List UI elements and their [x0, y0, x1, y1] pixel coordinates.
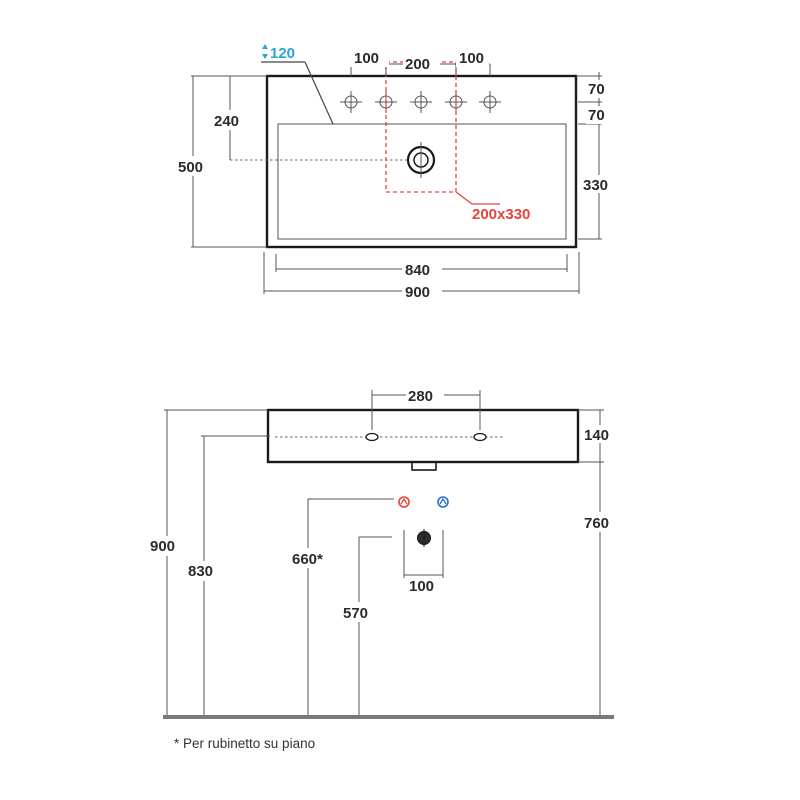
- fixing-spacing-label: 280: [408, 388, 433, 405]
- top-view: 200x330 120 100 200 100 70 70 330: [176, 44, 618, 301]
- tap-hole-4-icon: [445, 91, 467, 113]
- drain-icon: [406, 142, 436, 178]
- basin-height-label: 140: [584, 427, 609, 444]
- tap-zone-label: 200x330: [472, 206, 530, 223]
- floor-line: [163, 715, 614, 719]
- hot-water-icon: [398, 496, 410, 508]
- overall-width-label: 900: [405, 284, 430, 301]
- inner-width-label: 840: [405, 262, 430, 279]
- basin-bowl-top: [277, 123, 567, 240]
- hole-spacing-right-label: 100: [459, 50, 484, 67]
- basin-outline-front: [266, 408, 580, 464]
- height-arrow-icon: [262, 44, 268, 59]
- front-view: 280 140 760 900 830 660*: [148, 387, 620, 719]
- tap-zone-leader: [455, 191, 500, 205]
- tap-holes: [340, 91, 501, 113]
- supply-spacing-label: 100: [409, 578, 434, 595]
- fixing-hole-right-icon: [473, 432, 487, 442]
- bowl-depth-label: 330: [583, 177, 608, 194]
- tap-hole-1-icon: [340, 91, 362, 113]
- drain-outlet-icon: [417, 529, 431, 547]
- fixing-hole-left-icon: [365, 432, 379, 442]
- tap-hole-3-icon: [410, 91, 432, 113]
- drain-height-label: 570: [343, 605, 368, 622]
- hole-spacing-center-label: 200: [405, 56, 430, 73]
- overall-depth-label: 500: [178, 159, 203, 176]
- edge-top-label: 70: [588, 81, 605, 98]
- supply-height-label: 660*: [292, 551, 323, 568]
- tap-height-leader-diag: [304, 61, 334, 125]
- edge-bowl-label: 70: [588, 107, 605, 124]
- tap-hole-5-icon: [479, 91, 501, 113]
- hole-height-label: 830: [188, 563, 213, 580]
- footnote: * Per rubinetto su piano: [174, 736, 315, 751]
- hole-spacing-left-label: 100: [354, 50, 379, 67]
- cold-water-icon: [437, 496, 449, 508]
- rim-height-label: 760: [584, 515, 609, 532]
- tap-height-label: 120: [270, 45, 295, 62]
- basin-outline-top: [265, 74, 578, 249]
- drain-spigot: [411, 461, 437, 471]
- total-height-label: 900: [150, 538, 175, 555]
- drain-offset-label: 240: [214, 113, 239, 130]
